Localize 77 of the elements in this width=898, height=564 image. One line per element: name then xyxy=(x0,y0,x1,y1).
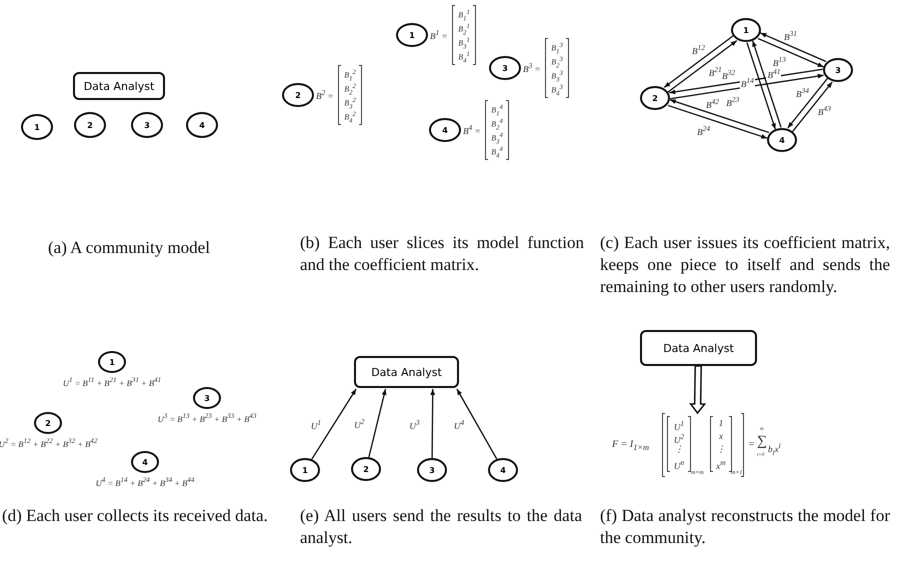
arrow xyxy=(430,389,436,458)
panel-caption: (b) Each user slices its model function and the coefficient matrix. xyxy=(300,232,584,276)
user-circle: 1 xyxy=(731,18,761,42)
user-circle: 2 xyxy=(351,457,381,481)
matrix-entry: ⋮ xyxy=(674,445,684,454)
analyst-box: Data Analyst xyxy=(640,330,757,366)
user-circle: 4 xyxy=(429,118,461,142)
user-circle: 1 xyxy=(21,114,53,140)
matrix-label: B$^{3}$ = xyxy=(523,61,541,74)
edge-label: B$^{42}$ xyxy=(704,97,720,110)
user-circle: 3 xyxy=(417,458,447,482)
arrow xyxy=(746,42,776,130)
panel-caption: (f) Data analyst reconstructs the model for the community. xyxy=(600,505,890,549)
matrix-entry: U$^{2}$ xyxy=(674,432,684,445)
user-circle: 2 xyxy=(34,412,62,434)
user-circle: 1 xyxy=(396,23,428,47)
user-circle: 4 xyxy=(131,451,159,473)
sum-formula: U$^{1}$ = B$^{11}$ + B$^{21}$ + B$^{31}$ + B$^{41}$ xyxy=(62,376,162,388)
arrow xyxy=(669,68,823,94)
analyst-box: Data Analyst xyxy=(354,356,459,388)
arrow xyxy=(752,40,782,128)
user-circle: 2 xyxy=(74,112,106,138)
edge-label: U$^{4}$ xyxy=(452,418,466,432)
edge-label: B$^{13}$ xyxy=(772,54,787,68)
arrow xyxy=(758,38,824,68)
edge-label: U$^{3}$ xyxy=(408,418,421,430)
edge-label: B$^{23}$ xyxy=(725,95,740,108)
arrow xyxy=(368,388,386,458)
formula-text: b$_{i}$x$^{i}$ xyxy=(768,441,781,457)
user-circle: 2 xyxy=(640,86,670,110)
arrow xyxy=(689,365,706,414)
matrix-entry: 1 xyxy=(718,419,724,428)
matrix-entry: U$^{n}$ xyxy=(674,458,684,471)
sum-formula: U$^{4}$ = B$^{14}$ + B$^{24}$ + B$^{34}$ + B$^{44}$ xyxy=(96,476,194,488)
sum-sign: ∑ xyxy=(757,435,767,449)
arrow xyxy=(668,104,768,139)
formula-text: F = I$_{1×m}$ xyxy=(612,440,649,453)
panel-caption: (c) Each user issues its coefficient matrix, keeps one piece to itself and sends the remaining to other users randomly. xyxy=(600,232,890,298)
panel-caption: (a) A community model xyxy=(48,237,211,259)
matrix-label: B$^{1}$ = xyxy=(430,28,448,41)
user-circle: 3 xyxy=(131,112,163,138)
arrow xyxy=(760,32,826,62)
matrix-entry: x xyxy=(719,432,723,441)
matrix-entry: x$^{m}$ xyxy=(716,458,726,471)
edge-label: B$^{21}$ xyxy=(708,65,723,78)
user-circle: 3 xyxy=(823,58,853,82)
edge-label: B$^{14}$ xyxy=(740,76,755,89)
matrix-entry: ⋮ xyxy=(716,445,726,454)
panel-caption: (e) All users send the results to the data analyst. xyxy=(300,505,582,549)
equals-sign: = xyxy=(748,440,755,450)
sum-formula: U$^{3}$ = B$^{13}$ + B$^{23}$ + B$^{33}$ + B$^{43}$ xyxy=(158,412,256,424)
user-circle: 3 xyxy=(193,387,221,409)
edge-label: B$^{24}$ xyxy=(696,124,712,137)
matrix-label: B$^{4}$ = xyxy=(463,123,481,136)
edge-label: B$^{12}$ xyxy=(691,42,706,56)
edge-label: B$^{31}$ xyxy=(783,29,798,42)
edge-label: U$^{2}$ xyxy=(353,417,366,430)
analyst-box: Data Analyst xyxy=(73,72,165,100)
edge-label: B$^{34}$ xyxy=(795,86,810,100)
edge-label: B$^{32}$ xyxy=(721,68,736,80)
arrow xyxy=(670,74,824,100)
arrow xyxy=(311,388,357,460)
arrow xyxy=(670,99,770,134)
panel-caption: (d) Each user collects its received data. xyxy=(2,505,269,527)
user-circle: 4 xyxy=(767,128,797,152)
edge-label: U$^{1}$ xyxy=(310,418,322,432)
edge-label: B$^{41}$ xyxy=(766,66,782,80)
user-circle: 3 xyxy=(489,56,521,80)
matrix-entry: U$^{1}$ xyxy=(674,419,684,432)
user-circle: 2 xyxy=(282,83,314,107)
user-circle: 1 xyxy=(290,458,320,482)
matrix-label: B$^{2}$ = xyxy=(316,88,334,101)
arrow xyxy=(456,388,498,460)
user-circle: 4 xyxy=(488,458,518,482)
edge-label: B$^{43}$ xyxy=(816,104,832,117)
user-circle: 1 xyxy=(98,351,126,373)
user-circle: 4 xyxy=(186,112,218,138)
